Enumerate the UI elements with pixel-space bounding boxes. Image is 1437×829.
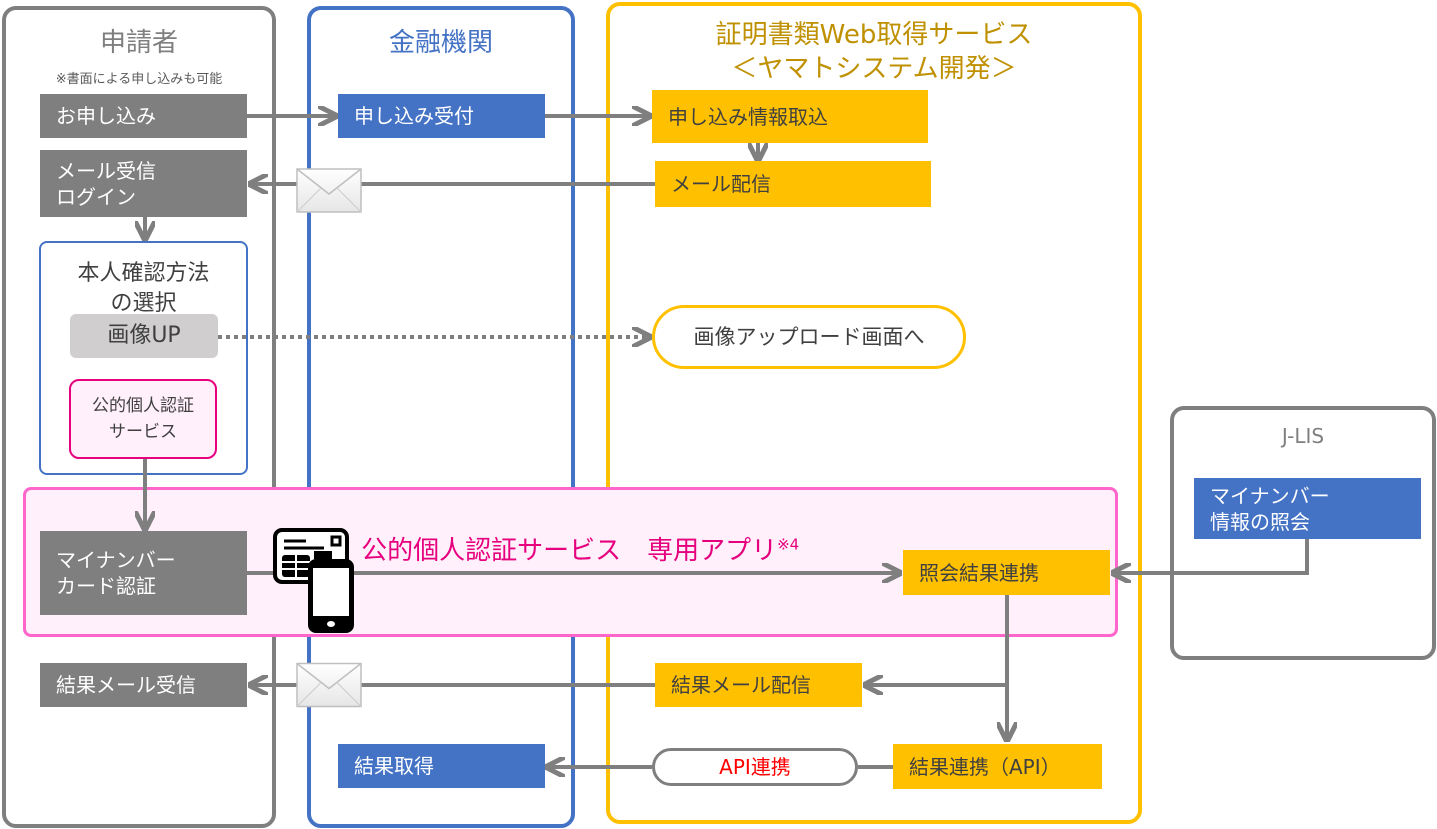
result-api-label: 結果連携（API） xyxy=(909,754,1061,779)
mynumber-auth-line1: マイナンバー xyxy=(56,548,176,572)
mail-send-box[interactable]: メール配信 xyxy=(655,161,931,207)
lane-applicant-title: 申請者 xyxy=(99,28,178,58)
lane-service: 証明書類Web取得サービス ＜ヤマトシステム開発＞ xyxy=(606,2,1142,824)
mail-send-label: メール配信 xyxy=(671,172,771,196)
result-api-box[interactable]: 結果連携（API） xyxy=(893,744,1102,789)
jpki-app-footnote: ※4 xyxy=(777,535,800,554)
mynumber-card-auth-box[interactable]: マイナンバー カード認証 xyxy=(40,531,247,615)
lane-bank: 金融機関 xyxy=(307,6,575,828)
jlis-inquiry-line1: マイナンバー xyxy=(1210,483,1330,508)
jpki-app-title-text: 公的個人認証サービス 専用アプリ xyxy=(361,536,778,566)
image-upload-screen[interactable]: 画像アップロード画面へ xyxy=(652,305,966,369)
smartphone-icon xyxy=(308,551,354,633)
jpki-option[interactable]: 公的個人認証 サービス xyxy=(69,379,217,459)
apply-label: お申し込み xyxy=(56,104,156,128)
bank-get-result-box[interactable]: 結果取得 xyxy=(338,744,545,788)
bank-get-result-label: 結果取得 xyxy=(354,754,434,778)
mynumber-auth-line2: カード認証 xyxy=(56,574,156,598)
lane-applicant: 申請者 ※書面による申し込みも可能 xyxy=(2,6,276,828)
result-mail-send-label: 結果メール配信 xyxy=(671,673,811,697)
mail-envelope-icon xyxy=(296,168,362,213)
image-up-button[interactable]: 画像UP xyxy=(70,314,218,358)
mail-login-line1: メール受信 xyxy=(56,158,156,183)
mail-envelope-icon xyxy=(296,662,362,708)
jpki-app-title: 公的個人認証サービス 専用アプリ※4 xyxy=(328,500,799,597)
api-link-pill[interactable]: API連携 xyxy=(652,748,858,786)
inquiry-result-box[interactable]: 照会結果連携 xyxy=(903,550,1110,595)
result-mail-send-box[interactable]: 結果メール配信 xyxy=(655,663,862,707)
mail-login-box[interactable]: メール受信 ログイン xyxy=(40,150,247,217)
lane-jlis: J-LIS xyxy=(1170,406,1436,660)
mail-login-line2: ログイン xyxy=(56,184,136,209)
image-upload-screen-label: 画像アップロード画面へ xyxy=(693,325,925,349)
result-mail-receive-label: 結果メール受信 xyxy=(56,673,196,697)
image-up-label: 画像UP xyxy=(107,323,181,348)
id-method-title-2: の選択 xyxy=(110,291,177,316)
bank-receive-label: 申し込み受付 xyxy=(354,104,474,128)
lane-service-title-1: 証明書類Web取得サービス xyxy=(715,20,1033,50)
result-mail-receive-box[interactable]: 結果メール受信 xyxy=(40,663,247,707)
applicant-note: ※書面による申し込みも可能 xyxy=(55,72,223,87)
jlis-inquiry-box[interactable]: マイナンバー 情報の照会 xyxy=(1194,478,1421,539)
import-label: 申し込み情報取込 xyxy=(668,104,828,129)
apply-button[interactable]: お申し込み xyxy=(40,94,247,138)
id-method-title-1: 本人確認方法 xyxy=(77,261,210,286)
jpki-option-line2: サービス xyxy=(109,422,177,442)
mynumber-card-icon xyxy=(273,528,354,633)
inquiry-result-label: 照会結果連携 xyxy=(919,560,1039,585)
lane-bank-title: 金融機関 xyxy=(388,28,493,58)
jpki-option-line1: 公的個人認証 xyxy=(92,396,194,416)
bank-receive-box[interactable]: 申し込み受付 xyxy=(338,94,545,138)
import-box[interactable]: 申し込み情報取込 xyxy=(652,90,928,143)
lane-service-title-2: ＜ヤマトシステム開発＞ xyxy=(731,54,1017,84)
api-link-label: API連携 xyxy=(719,755,791,779)
lane-jlis-title: J-LIS xyxy=(1281,424,1325,448)
jlis-inquiry-line2: 情報の照会 xyxy=(1210,509,1310,534)
